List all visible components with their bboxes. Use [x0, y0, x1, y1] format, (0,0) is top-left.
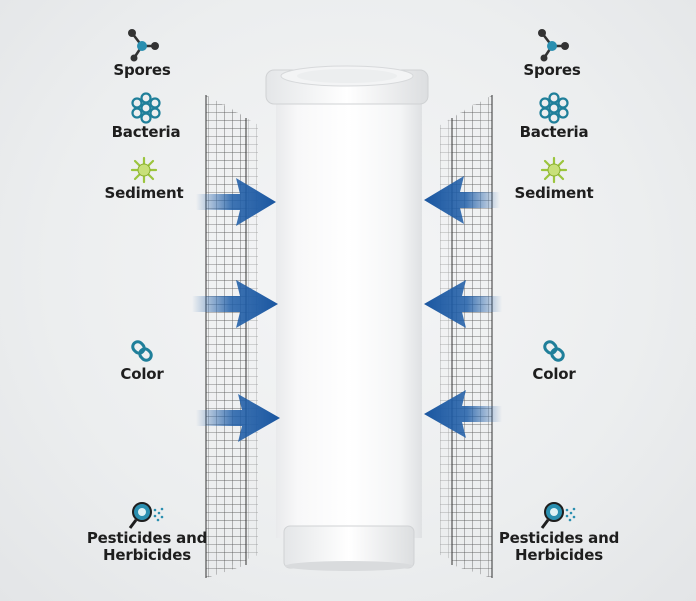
right-arrow-top: [424, 176, 500, 224]
right-label-color: Color: [484, 336, 624, 383]
label-sediment: Sediment: [514, 184, 594, 202]
bacteria-icon: [131, 92, 161, 124]
color-icon: [543, 340, 565, 362]
left-arrow-bottom: [196, 394, 280, 442]
spores-icon: [128, 29, 159, 62]
label-spores: Spores: [113, 61, 171, 79]
left-label-pesticides: Pesticides and Herbicides: [72, 500, 222, 564]
pesticides-icon: [540, 502, 576, 529]
right-label-sediment: Sediment: [484, 155, 624, 202]
left-label-color: Color: [72, 336, 212, 383]
right-arrow-middle: [424, 280, 502, 328]
left-label-spores: Spores: [72, 28, 212, 79]
right-arrow-bottom: [424, 390, 502, 438]
bacteria-icon: [539, 92, 569, 124]
pesticides-icon: [128, 502, 164, 529]
label-spores: Spores: [523, 61, 581, 79]
label-bacteria: Bacteria: [111, 123, 181, 141]
right-label-pesticides: Pesticides and Herbicides: [484, 500, 634, 564]
label-pesticides-line2: Herbicides: [515, 546, 603, 564]
label-color: Color: [120, 365, 164, 383]
label-bacteria: Bacteria: [519, 123, 589, 141]
left-label-bacteria: Bacteria: [76, 92, 216, 141]
spores-icon: [538, 29, 569, 62]
right-label-spores: Spores: [482, 28, 622, 79]
sediment-icon: [540, 156, 568, 184]
label-pesticides-line1: Pesticides and: [86, 529, 208, 547]
right-label-bacteria: Bacteria: [484, 92, 624, 141]
label-pesticides-line1: Pesticides and: [498, 529, 620, 547]
cartridge-body: [276, 100, 422, 538]
label-color: Color: [532, 365, 576, 383]
left-label-sediment: Sediment: [74, 155, 214, 202]
sediment-icon: [130, 156, 158, 184]
label-pesticides-line2: Herbicides: [103, 546, 191, 564]
label-sediment: Sediment: [104, 184, 184, 202]
left-arrow-middle: [192, 280, 278, 328]
color-icon: [131, 340, 153, 362]
left-arrow-top: [196, 178, 276, 226]
